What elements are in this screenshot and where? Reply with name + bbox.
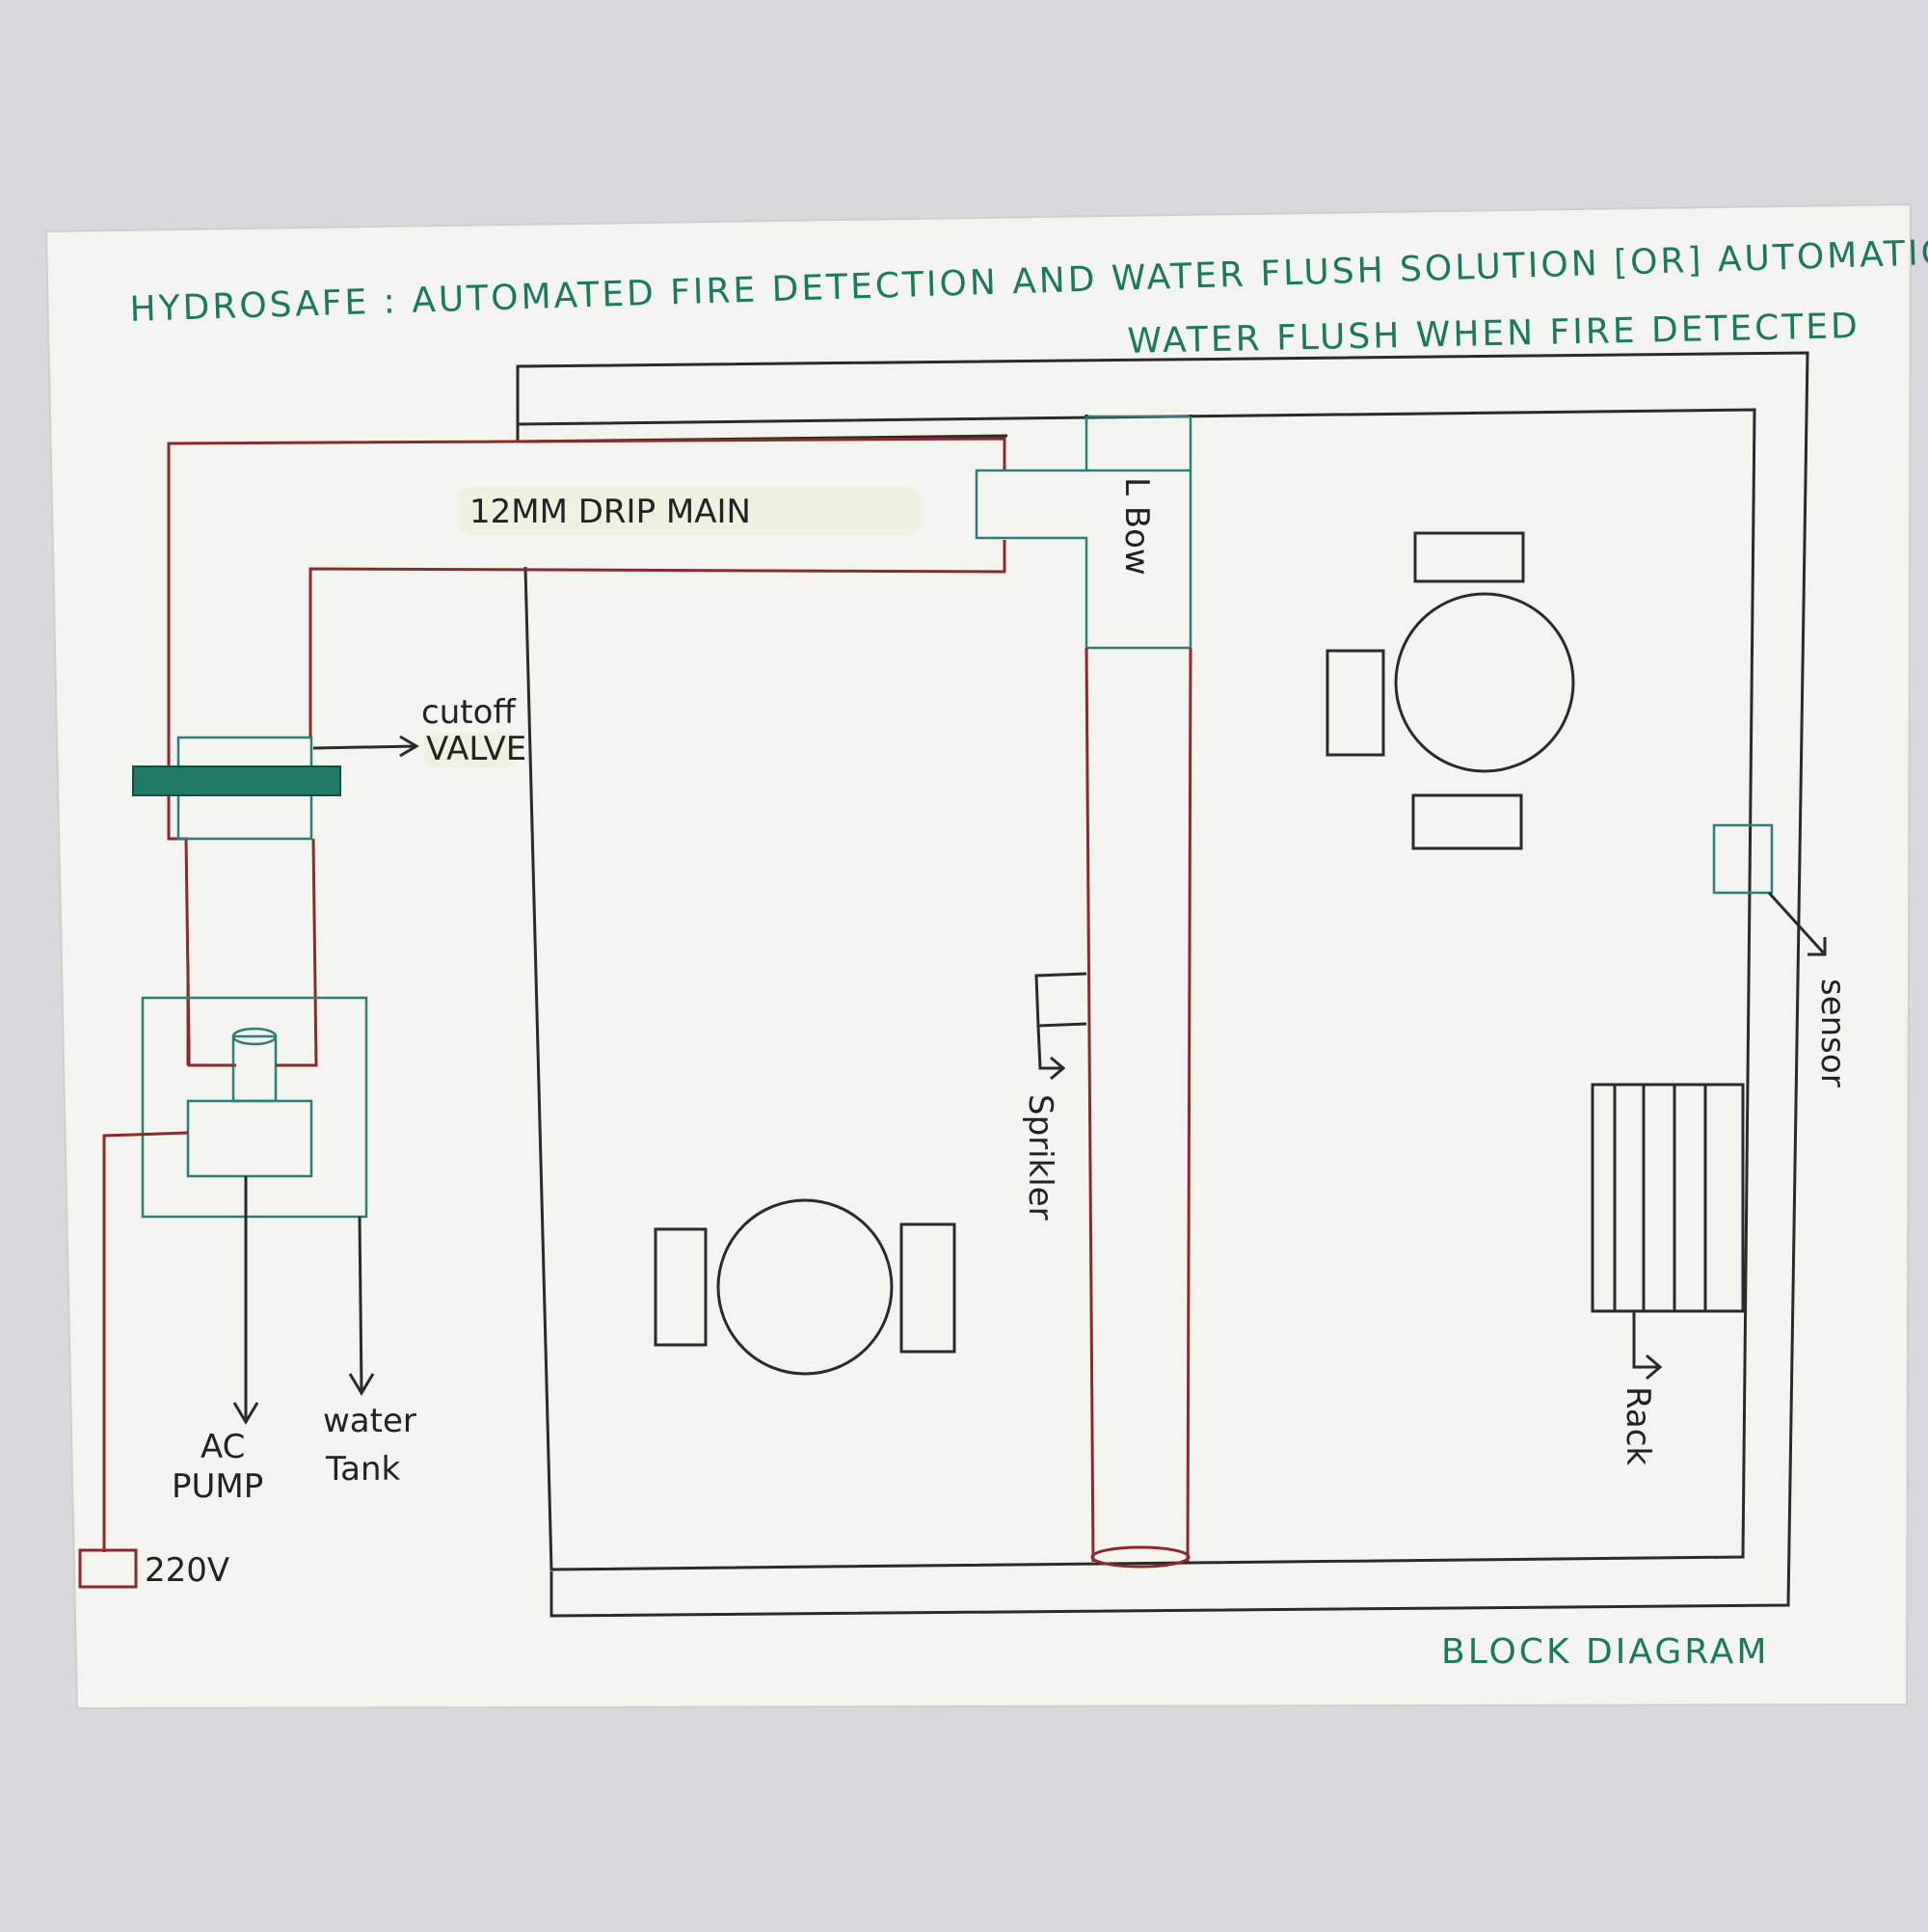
- rack-label: Rack: [1619, 1386, 1657, 1465]
- sprinkler-label: Sprikler: [1021, 1094, 1059, 1221]
- ac-label: AC: [201, 1428, 245, 1466]
- footer-label: BLOCK DIAGRAM: [1441, 1632, 1769, 1672]
- sprinkler-arrow: [1036, 1025, 1063, 1070]
- sprinkler-pipe-end: [1090, 1545, 1191, 1569]
- pump-outlet: [231, 1034, 278, 1103]
- round-table-left: [716, 1198, 894, 1376]
- sensor-label: sensor: [1813, 979, 1852, 1087]
- ac-pump-arrow-head: [232, 1402, 259, 1425]
- pipe-inner-red: [308, 540, 1006, 738]
- pump-label: PUMP: [172, 1467, 263, 1506]
- cutoff-valve-band: [132, 765, 341, 796]
- chair-left-b: [899, 1222, 956, 1354]
- water-tank-arrow: [358, 1216, 363, 1394]
- chair-left-a: [654, 1227, 708, 1347]
- cutoff-arrow-head: [399, 735, 419, 758]
- sensor-arrow: [1767, 891, 1827, 956]
- l-bow-top-stub: [1084, 415, 1192, 416]
- water-tank-arrow-head: [348, 1373, 375, 1396]
- cutoff-label: cutoff: [421, 693, 517, 732]
- tank-label: Tank: [325, 1450, 401, 1489]
- round-table-right: [1394, 592, 1575, 773]
- sprinkler-pipe: [1084, 647, 1192, 1563]
- sprinkler-head: [1034, 972, 1087, 1028]
- fire-sensor: [1712, 823, 1774, 895]
- sensor-arrow-head: [1808, 937, 1827, 956]
- pump-outlet-top: [231, 1027, 278, 1046]
- water-label: water: [323, 1402, 416, 1440]
- rack-arrow: [1632, 1311, 1660, 1369]
- drip-main-label-patch: [458, 487, 921, 535]
- voltage-label: 220V: [145, 1551, 229, 1590]
- outer-wall: [516, 351, 1809, 1618]
- storage-rack: [1591, 1083, 1745, 1313]
- drip-main-label: 12MM DRIP MAIN: [469, 493, 751, 531]
- chair-right-top: [1413, 531, 1525, 583]
- cutoff-arrow: [312, 744, 417, 750]
- sprinkler-arrow-head: [1050, 1056, 1066, 1081]
- pump-enclosure: [141, 996, 368, 1219]
- power-supply-box: [78, 1548, 138, 1589]
- inner-wall: [517, 408, 1756, 1571]
- chair-right-left: [1326, 649, 1385, 757]
- power-line: [102, 1131, 189, 1552]
- chair-right-bottom: [1411, 793, 1523, 850]
- l-bow-label: L Bow: [1117, 477, 1156, 576]
- valve-label-patch: [424, 733, 516, 767]
- rack-arrow-head: [1646, 1354, 1663, 1381]
- valve-label: VALVE: [426, 730, 526, 768]
